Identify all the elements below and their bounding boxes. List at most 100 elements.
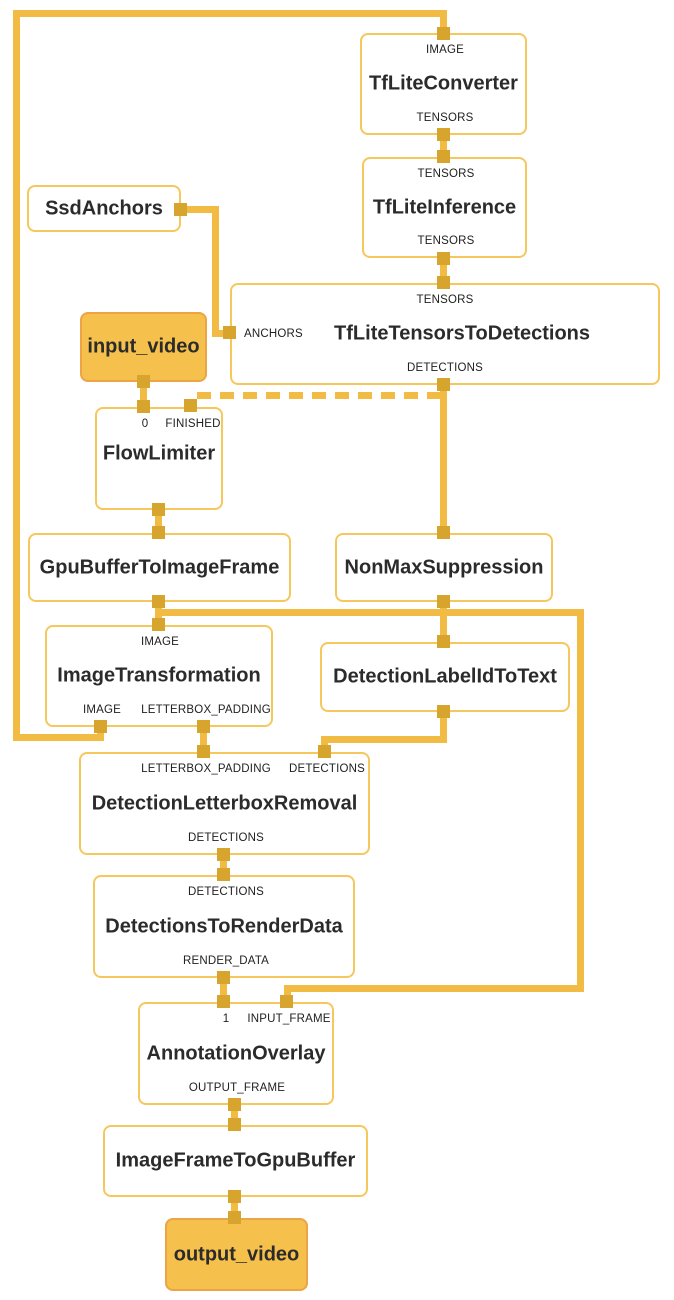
port-labelid-in (437, 635, 450, 648)
node-tflite-tensors-to-detections[interactable]: TENSORS ANCHORS TfLiteTensorsToDetection… (230, 283, 660, 385)
edge-overlay-gpubuffer (231, 1105, 238, 1125)
port-overlay-out (228, 1098, 241, 1111)
node-title-detection-label-id-to-text: DetectionLabelIdToText (333, 665, 557, 688)
port-imagetransform-letterbox-out (197, 720, 210, 733)
port-inference-tensors-in (437, 150, 450, 163)
node-image-frame-to-gpu-buffer[interactable]: ImageFrameToGpuBuffer (103, 1125, 368, 1197)
edge-inputvideo-flowlimiter (140, 382, 147, 407)
edge-inputframe-right-rail (577, 609, 584, 992)
port-flowlimiter-0-in (137, 400, 150, 413)
port-gpubuffer-in (152, 526, 165, 539)
port-label-letterbox-padding-in: LETTERBOX_PADDING (141, 763, 271, 775)
port-overlay-inputframe-in (280, 995, 293, 1008)
node-title-ssd-anchors: SsdAnchors (45, 197, 163, 219)
node-detection-label-id-to-text[interactable]: DetectionLabelIdToText (320, 642, 570, 712)
node-title-detection-letterbox-removal: DetectionLetterboxRemoval (91, 792, 358, 814)
edge-image-loop-drop (440, 10, 447, 40)
port-renderdata-out (217, 971, 230, 984)
edge-labelid-v2 (321, 736, 328, 752)
node-title-annotation-overlay: AnnotationOverlay (146, 1042, 326, 1064)
edge-converter-inference (440, 135, 447, 160)
edge-detections-nms (440, 385, 447, 533)
edge-anchors-h1 (181, 206, 219, 213)
node-tflite-inference[interactable]: TENSORS TfLiteInference TENSORS (362, 157, 527, 258)
port-label-0-in: 0 (141, 418, 149, 430)
port-nms-in (437, 526, 450, 539)
node-title-tflite-inference: TfLiteInference (372, 196, 517, 218)
port-letterboxremoval-out (217, 848, 230, 861)
port-labelid-out (437, 705, 450, 718)
port-label-output-frame-out: OUTPUT_FRAME (188, 1082, 286, 1094)
edge-letterboxpadding (200, 727, 207, 752)
port-label-tensors-in: TENSORS (417, 168, 475, 180)
node-output-video-stream[interactable]: output_video (165, 1218, 308, 1291)
port-framebuffer-out (228, 1190, 241, 1203)
port-letterboxremoval-detections-in (318, 745, 331, 758)
node-ssd-anchors[interactable]: SsdAnchors (27, 185, 181, 232)
port-label-tensors-out: TENSORS (416, 112, 474, 124)
port-label-tensors-out: TENSORS (417, 235, 475, 247)
node-image-transformation[interactable]: IMAGE ImageTransformation IMAGE LETTERBO… (45, 625, 273, 727)
port-label-image-out: IMAGE (82, 704, 122, 716)
edge-anchors-v (212, 206, 219, 337)
port-converter-image-in (437, 27, 450, 40)
node-title-image-frame-to-gpu-buffer: ImageFrameToGpuBuffer (115, 1149, 356, 1172)
port-ttd-tensors-in (437, 276, 450, 289)
edge-nms-labelid (440, 602, 447, 642)
port-label-tensors-in: TENSORS (416, 294, 474, 306)
node-title-non-max-suppression: NonMaxSuppression (344, 556, 544, 578)
edge-inputframe-h2 (284, 985, 584, 992)
edge-inputframe-h1 (155, 609, 584, 616)
port-label-render-data-out: RENDER_DATA (182, 955, 270, 967)
edge-renderdata-overlay (220, 978, 227, 1002)
node-title-gpu-buffer-to-image-frame: GpuBufferToImageFrame (39, 556, 280, 578)
port-gpubuffer-out (152, 595, 165, 608)
node-gpu-buffer-to-image-frame[interactable]: GpuBufferToImageFrame (28, 533, 291, 602)
port-label-letterbox-padding-out: LETTERBOX_PADDING (141, 704, 271, 716)
port-imagetransform-image-out (94, 720, 107, 733)
edge-anchors-h2 (212, 330, 230, 337)
node-annotation-overlay[interactable]: 1 INPUT_FRAME AnnotationOverlay OUTPUT_F… (138, 1002, 334, 1105)
node-non-max-suppression[interactable]: NonMaxSuppression (335, 533, 553, 602)
port-flowlimiter-out (152, 503, 165, 516)
edge-labelid-h (321, 736, 447, 743)
node-tflite-converter[interactable]: IMAGE TfLiteConverter TENSORS (360, 33, 527, 135)
port-label-1-in: 1 (222, 1013, 230, 1025)
port-label-image-in: IMAGE (425, 44, 465, 56)
edge-letterbox-renderdata (220, 855, 227, 875)
port-label-detections-in: DETECTIONS (288, 763, 366, 775)
port-label-input-frame-in: INPUT_FRAME (247, 1013, 331, 1025)
port-label-detections-in: DETECTIONS (187, 886, 265, 898)
node-detection-letterbox-removal[interactable]: LETTERBOX_PADDING DETECTIONS DetectionLe… (79, 752, 370, 855)
node-title-input-video: input_video (87, 335, 200, 358)
node-title-output-video: output_video (173, 1243, 300, 1265)
edge-image-loop-bottom (13, 734, 104, 741)
node-title-detections-to-render-data: DetectionsToRenderData (105, 915, 343, 937)
port-label-image-in: IMAGE (140, 636, 180, 648)
port-converter-tensors-out (437, 128, 450, 141)
port-flowlimiter-finished-in (184, 399, 197, 412)
node-title-image-transformation: ImageTransformation (57, 664, 261, 687)
edge-image-loop-left (13, 10, 20, 741)
node-title-flow-limiter: FlowLimiter (102, 442, 216, 465)
port-outputvideo-in (228, 1211, 241, 1224)
port-label-detections-out: DETECTIONS (406, 362, 484, 374)
node-input-video-stream[interactable]: input_video (80, 312, 207, 382)
port-renderdata-in (217, 868, 230, 881)
edge-inputframe-drop (284, 985, 291, 1002)
port-letterboxremoval-padding-in (197, 745, 210, 758)
port-nms-out (437, 595, 450, 608)
node-title-tflite-converter: TfLiteConverter (369, 72, 518, 95)
edge-labelid-v1 (440, 712, 447, 743)
node-flow-limiter[interactable]: 0 FINISHED FlowLimiter (95, 407, 223, 510)
port-label-finished-in: FINISHED (165, 418, 221, 430)
node-title-tflite-tensors-to-detections: TfLiteTensorsToDetections (334, 322, 591, 345)
port-label-anchors-in: ANCHORS (244, 328, 303, 340)
port-framebuffer-in (228, 1118, 241, 1131)
port-ssdanchors-out (174, 203, 187, 216)
port-label-detections-out: DETECTIONS (187, 832, 265, 844)
node-detections-to-render-data[interactable]: DETECTIONS DetectionsToRenderData RENDER… (93, 875, 355, 978)
port-ttd-detections-out (437, 378, 450, 391)
edge-finished-dashed (197, 392, 443, 399)
